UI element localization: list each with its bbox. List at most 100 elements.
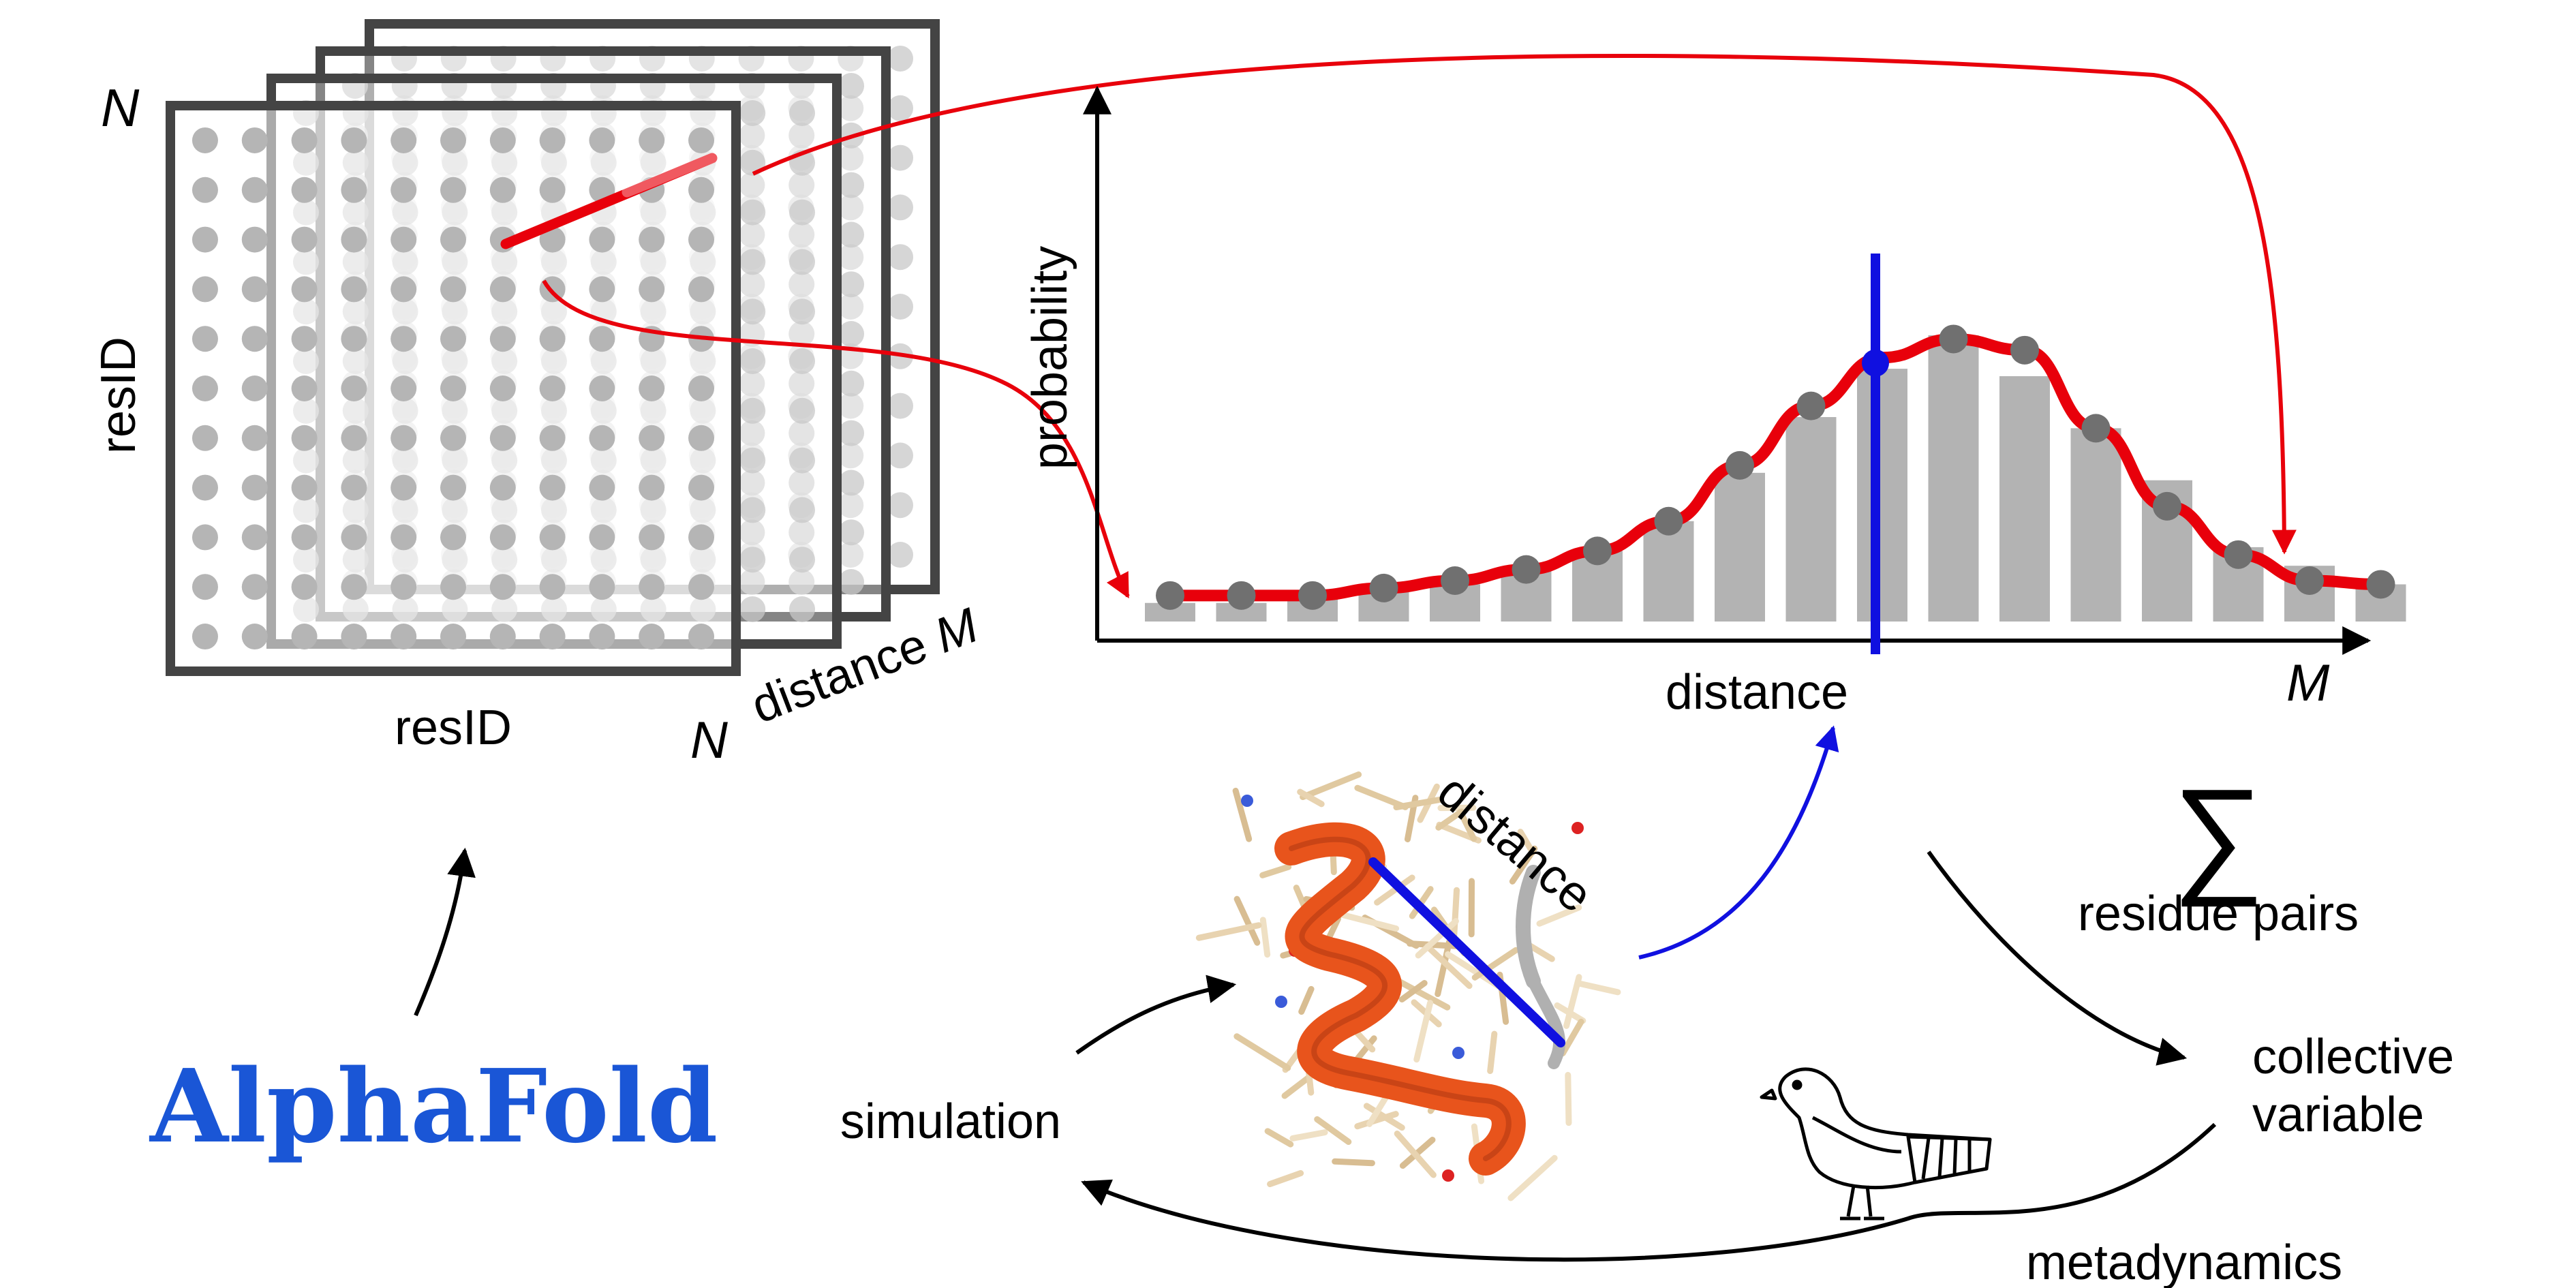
heteroatom	[1275, 996, 1287, 1008]
matrix-dot	[191, 574, 218, 600]
side-chain-bond	[1424, 943, 1473, 990]
matrix-dot	[838, 492, 864, 519]
matrix-dot	[788, 172, 815, 198]
alpha-helix-shade	[1289, 836, 1512, 1161]
heteroatom	[1442, 1169, 1454, 1182]
matrix-dot	[191, 375, 218, 401]
matrix-dot	[789, 298, 816, 325]
matrix-dot	[241, 276, 268, 303]
matrix-dot	[789, 99, 816, 126]
matrix-dot	[341, 474, 367, 501]
matrix-dot	[639, 624, 665, 650]
matrix-dot	[291, 177, 318, 203]
matrix-dot	[887, 45, 914, 72]
matrix-dot	[440, 127, 466, 153]
matrix-dot	[440, 226, 466, 253]
backbone-coil-lower	[1527, 975, 1565, 1069]
matrix-dot	[241, 425, 268, 451]
side-chain-bond	[1289, 1129, 1328, 1141]
side-chain-bond	[1233, 1033, 1291, 1071]
matrix-dot	[887, 294, 914, 320]
side-chain-bond	[1536, 904, 1582, 927]
heteroatom	[1241, 795, 1253, 807]
matrix-dot	[838, 172, 865, 198]
matrix-dot	[291, 226, 318, 253]
matrix-dot	[341, 326, 367, 352]
matrix-dot	[788, 271, 815, 298]
matrix-n-top-label: N	[101, 78, 140, 138]
matrix-dot	[639, 127, 665, 153]
matrix-dot	[440, 524, 466, 551]
matrix-dot	[739, 221, 765, 248]
matrix-dot	[390, 326, 417, 352]
matrix-dot	[688, 624, 715, 650]
curve-data-point	[2010, 335, 2039, 365]
matrix-dot	[489, 574, 516, 600]
side-chain-bond	[1354, 1111, 1399, 1130]
side-chain-bond	[1435, 808, 1465, 831]
matrix-dot	[291, 425, 318, 451]
matrix-dot	[589, 375, 615, 401]
matrix-dot	[440, 574, 466, 600]
matrix-dot	[838, 569, 865, 596]
matrix-dot	[191, 127, 218, 153]
sum-symbol: ∑	[2172, 763, 2264, 907]
matrix-dot	[688, 375, 715, 401]
simulation-to-protein-arrow	[1075, 975, 1237, 1055]
matrix-dot	[539, 574, 566, 600]
side-chain-bond	[1259, 863, 1292, 878]
curve-data-point	[1156, 581, 1184, 610]
curve-data-point	[1726, 450, 1754, 480]
matrix-dot	[341, 624, 367, 650]
curve-data-point	[2295, 566, 2324, 595]
matrix-dot	[440, 425, 466, 451]
curve-data-point	[1227, 581, 1256, 610]
matrix-dot	[688, 276, 715, 303]
matrix-dot	[489, 326, 516, 352]
matrix-dot	[341, 524, 367, 551]
matrix-dot	[241, 226, 268, 253]
matrix-dot	[688, 425, 715, 451]
resid-horizontal-label: resID	[395, 701, 512, 755]
x-axis-label: distance	[1666, 665, 1848, 720]
side-chain-bond	[1336, 910, 1400, 932]
side-chain-bond	[1314, 1116, 1352, 1146]
matrix-dot	[789, 199, 816, 226]
matrix-dot	[887, 194, 914, 221]
matrix-dot	[191, 624, 218, 650]
heteroatom	[1452, 1047, 1465, 1059]
side-chain-bond	[1398, 980, 1428, 1002]
matrix-dot	[788, 370, 815, 397]
matrix-dot	[639, 276, 665, 303]
matrix-dot	[291, 276, 318, 303]
matrix-dot	[838, 244, 864, 271]
matrix-dot	[191, 276, 218, 303]
side-chain-bond	[1451, 887, 1460, 942]
side-chain-bond	[1509, 845, 1538, 885]
matrix-dot	[788, 122, 815, 149]
matrix-dot	[739, 271, 765, 298]
curve-data-point	[2153, 491, 2181, 521]
matrix-dot	[739, 249, 766, 275]
matrix-dot	[838, 321, 865, 347]
matrix-dot	[639, 226, 665, 253]
side-chain-sticks	[1195, 771, 1621, 1201]
side-chain-bond	[1435, 938, 1452, 998]
matrix-dot	[639, 375, 665, 401]
side-chain-bond	[1413, 1000, 1434, 1063]
matrix-dot	[789, 547, 816, 573]
side-chain-bond	[1565, 1071, 1572, 1126]
matrix-dot	[739, 569, 765, 596]
matrix-dot	[440, 276, 466, 303]
matrix-dot	[341, 574, 367, 600]
matrix-dot	[539, 425, 566, 451]
matrix-dot	[440, 624, 466, 650]
matrix-dot	[241, 524, 268, 551]
sum-to-cv-arrow	[1927, 850, 2188, 1066]
matrix-dot	[440, 474, 466, 501]
matrix-dot	[539, 375, 566, 401]
matrix-dot	[887, 95, 914, 121]
matrix-dot	[489, 425, 516, 451]
matrix-dot	[539, 177, 566, 203]
matrix-dot	[688, 226, 715, 253]
